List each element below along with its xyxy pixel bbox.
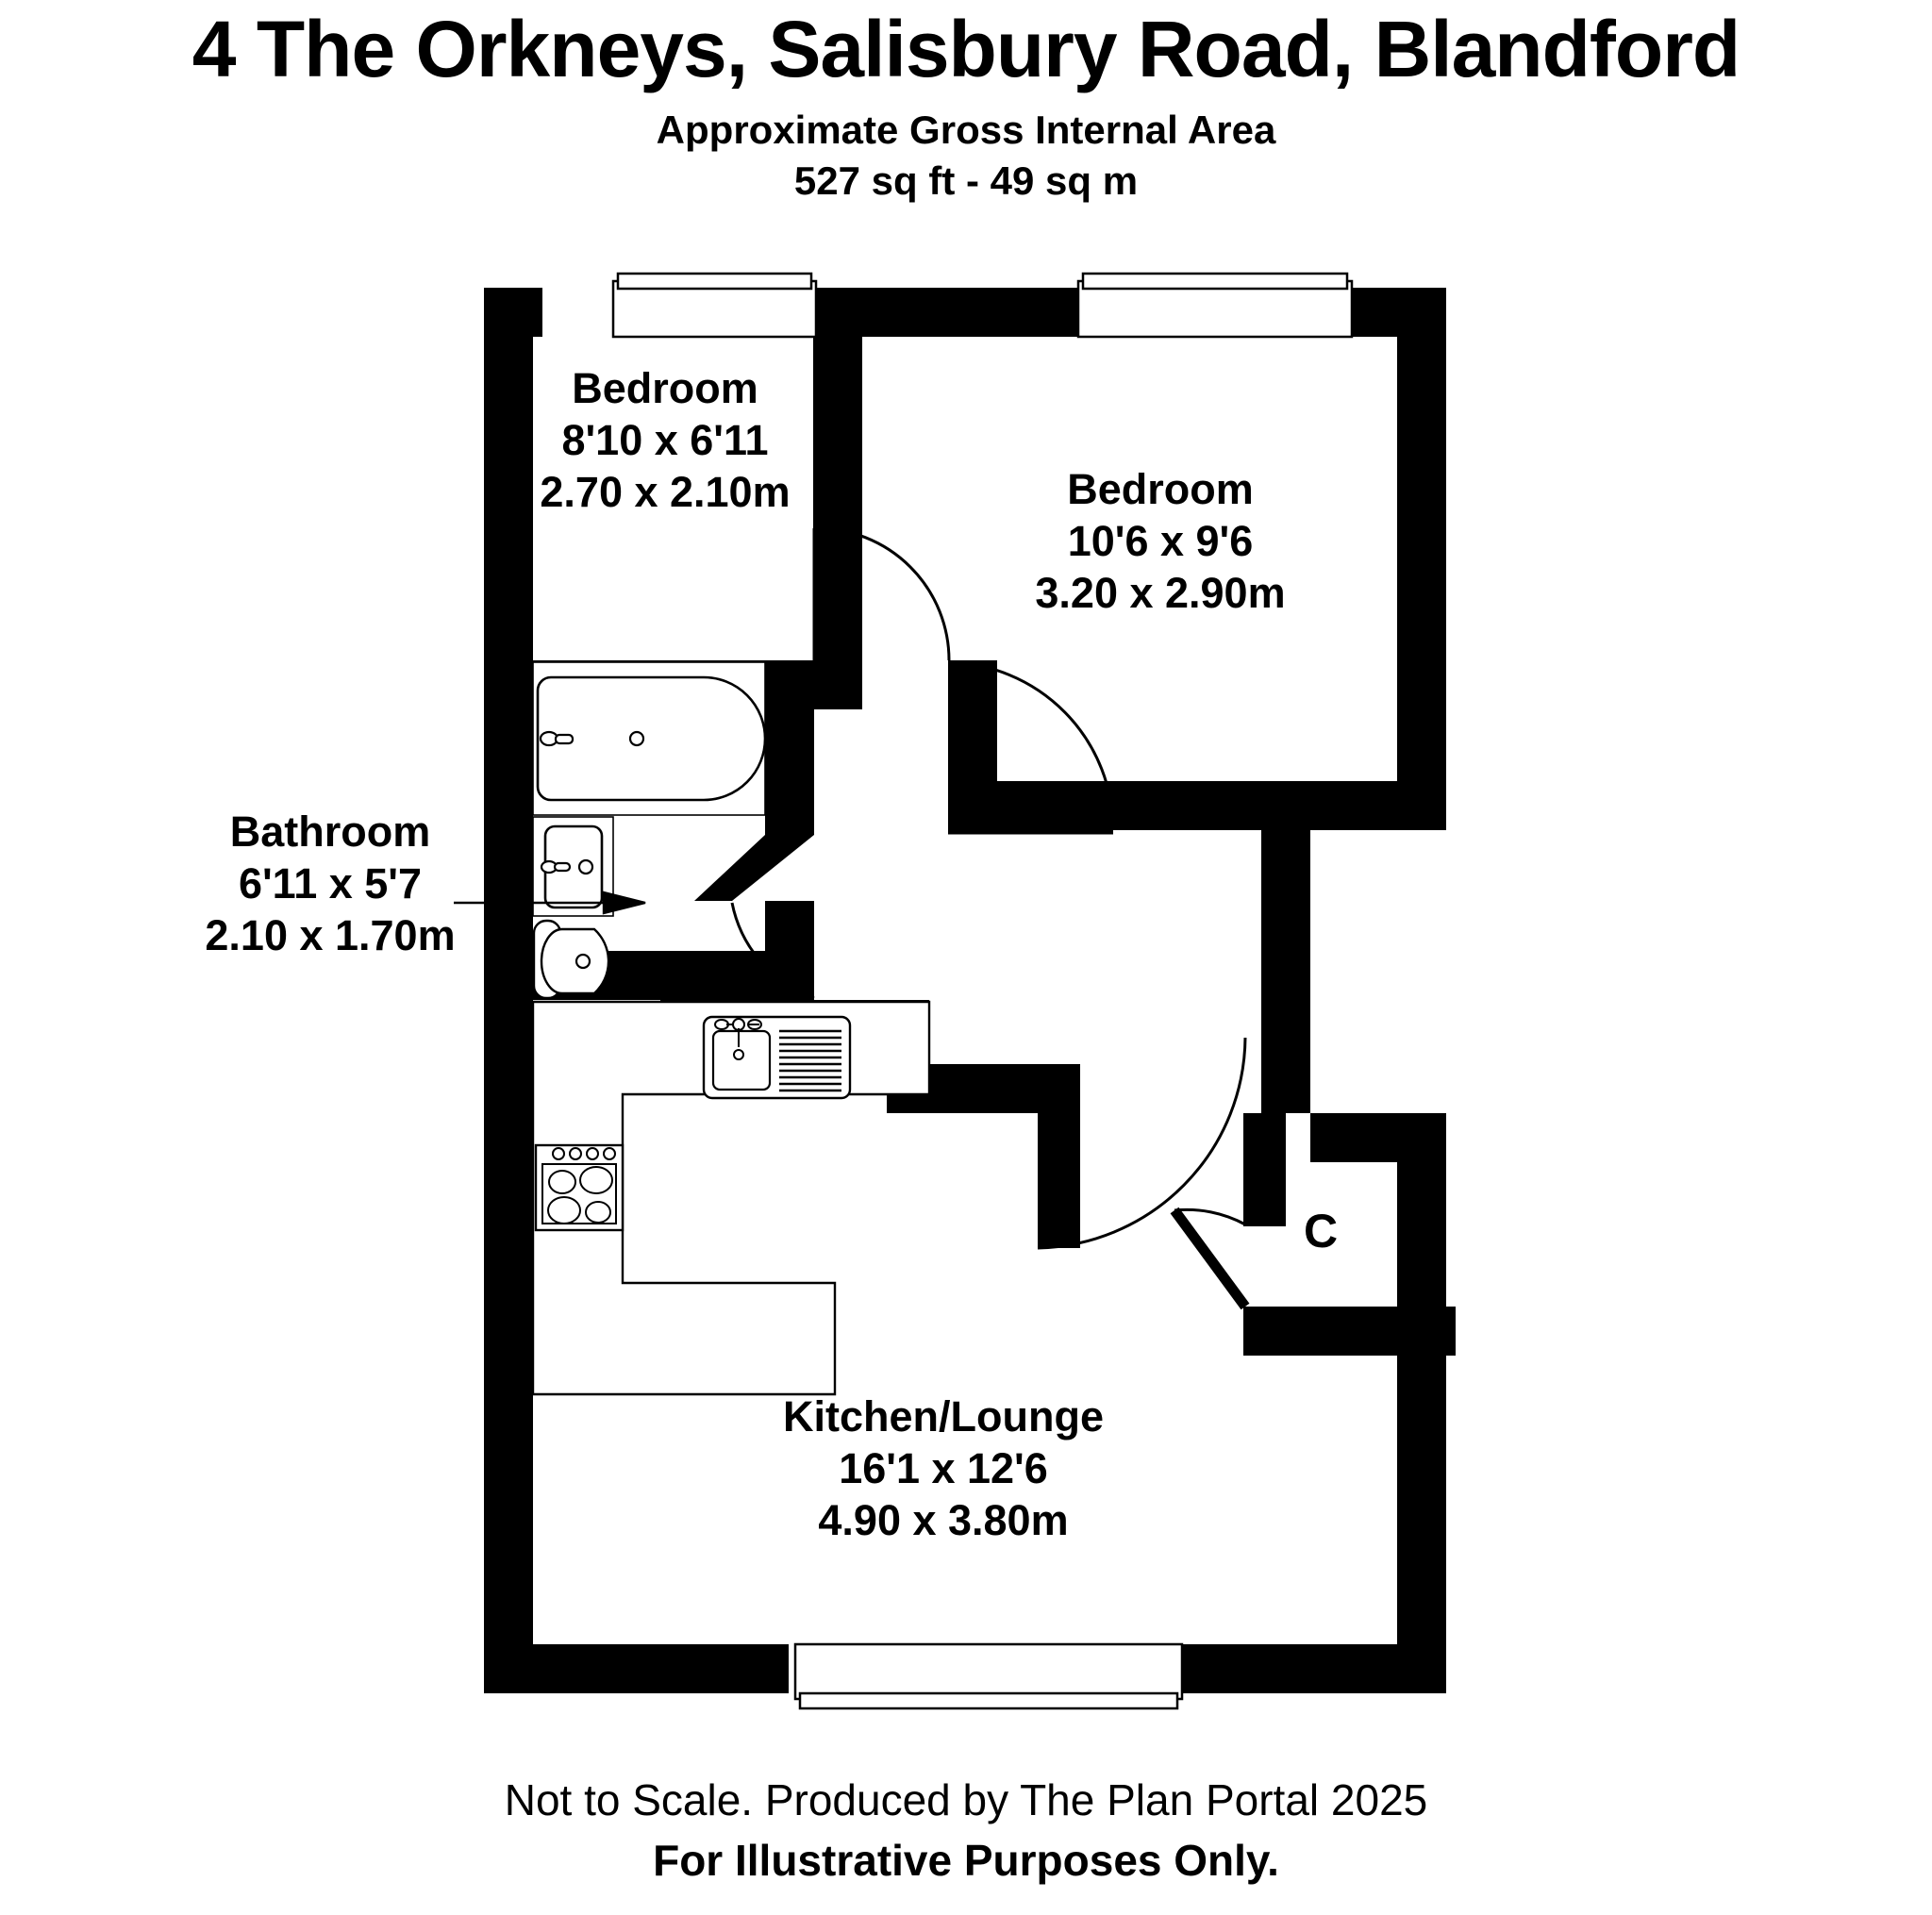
window-kitchen-lounge-south bbox=[793, 1642, 1184, 1710]
area-caption: Approximate Gross Internal Area bbox=[656, 108, 1276, 153]
door-bedroom-1 bbox=[812, 526, 951, 661]
toilet-bowl bbox=[540, 927, 610, 995]
wall-bedroom1-east bbox=[813, 337, 862, 709]
room-name: Bedroom bbox=[1067, 465, 1254, 513]
kitchen-sink-drainer bbox=[702, 1015, 852, 1100]
plan-header: 4 The Orkneys, Salisbury Road, Blandford… bbox=[0, 0, 1932, 205]
room-label-bathroom: Bathroom 6'11 x 5'7 2.10 x 1.70m bbox=[142, 807, 519, 962]
room-name: Bedroom bbox=[572, 364, 758, 412]
kitchen-fixtures bbox=[531, 1000, 931, 1396]
wall-bathroom-east-upper bbox=[765, 660, 814, 835]
footer-disclaimer: For Illustrative Purposes Only. bbox=[653, 1835, 1279, 1885]
window-bedroom-1-north bbox=[611, 272, 818, 339]
door-cupboard bbox=[1170, 1207, 1250, 1310]
door-bathroom bbox=[730, 902, 815, 1000]
room-dimensions-imperial: 16'1 x 12'6 bbox=[839, 1443, 1048, 1492]
area-value: 527 sq ft - 49 sq m bbox=[793, 158, 1139, 204]
room-name: Kitchen/Lounge bbox=[783, 1392, 1104, 1440]
page-title: 4 The Orkneys, Salisbury Road, Blandford bbox=[192, 5, 1740, 93]
room-dimensions-imperial: 10'6 x 9'6 bbox=[1067, 516, 1254, 565]
room-name: Bathroom bbox=[229, 808, 431, 856]
toilet bbox=[532, 919, 610, 1000]
washbasin-plug bbox=[577, 858, 594, 875]
room-dimensions-metric: 2.10 x 1.70m bbox=[205, 910, 456, 959]
wall-right-lower bbox=[1397, 1113, 1446, 1693]
plan-footer: Not to Scale. Produced by The Plan Porta… bbox=[0, 1773, 1932, 1888]
hob-cooker bbox=[534, 1143, 625, 1232]
wall-left-outer bbox=[484, 288, 533, 1693]
door-bedroom-2 bbox=[947, 660, 1115, 835]
wall-bedroom2-door-jamb bbox=[948, 660, 997, 830]
windows-group bbox=[611, 272, 1354, 1710]
room-dimensions-imperial: 8'10 x 6'11 bbox=[561, 415, 769, 464]
wall-bottom-left bbox=[484, 1644, 789, 1693]
bathtub-taps bbox=[539, 730, 575, 747]
bathroom-fixtures bbox=[454, 661, 767, 1000]
bathtub-plug bbox=[628, 730, 645, 747]
wall-bedroom2-south bbox=[948, 781, 1446, 830]
room-dimensions-metric: 4.90 x 3.80m bbox=[818, 1495, 1069, 1544]
wall-bathroom-door-reveal bbox=[694, 835, 814, 901]
room-dimensions-metric: 2.70 x 2.10m bbox=[540, 467, 791, 516]
wall-right-upper bbox=[1397, 288, 1446, 830]
kitchen-worktop bbox=[531, 1000, 931, 1396]
footer-scale-note: Not to Scale. Produced by The Plan Porta… bbox=[504, 1775, 1428, 1824]
wall-right-lower-connector bbox=[1310, 1113, 1446, 1162]
wall-top-pier-mid bbox=[809, 288, 1080, 337]
bathroom-leader-arrow bbox=[454, 891, 646, 915]
room-dimensions-imperial: 6'11 x 5'7 bbox=[238, 858, 423, 908]
cupboard-label: C bbox=[1304, 1205, 1339, 1257]
wall-right-step bbox=[1261, 830, 1310, 1113]
room-dimensions-metric: 3.20 x 2.90m bbox=[1035, 568, 1286, 617]
doors-group bbox=[730, 526, 1250, 1310]
wall-cupboard-south bbox=[1243, 1307, 1456, 1356]
door-kitchen-lounge bbox=[1037, 1037, 1247, 1250]
bathtub bbox=[536, 675, 767, 802]
wall-bottom-right bbox=[1177, 1644, 1446, 1693]
wall-bathroom-east-lower bbox=[765, 901, 814, 1000]
room-label-bedroom-2: Bedroom 10'6 x 9'6 3.20 x 2.90m bbox=[972, 464, 1349, 620]
wall-cupboard-west-upper bbox=[1243, 1113, 1286, 1226]
washbasin-taps bbox=[540, 859, 572, 874]
room-label-kitchen-lounge: Kitchen/Lounge 16'1 x 12'6 4.90 x 3.80m bbox=[717, 1391, 1170, 1547]
wall-hall-kink bbox=[1038, 1064, 1080, 1248]
room-label-bedroom-1: Bedroom 8'10 x 6'11 2.70 x 2.10m bbox=[491, 363, 840, 519]
window-bedroom-2-north bbox=[1076, 272, 1354, 339]
